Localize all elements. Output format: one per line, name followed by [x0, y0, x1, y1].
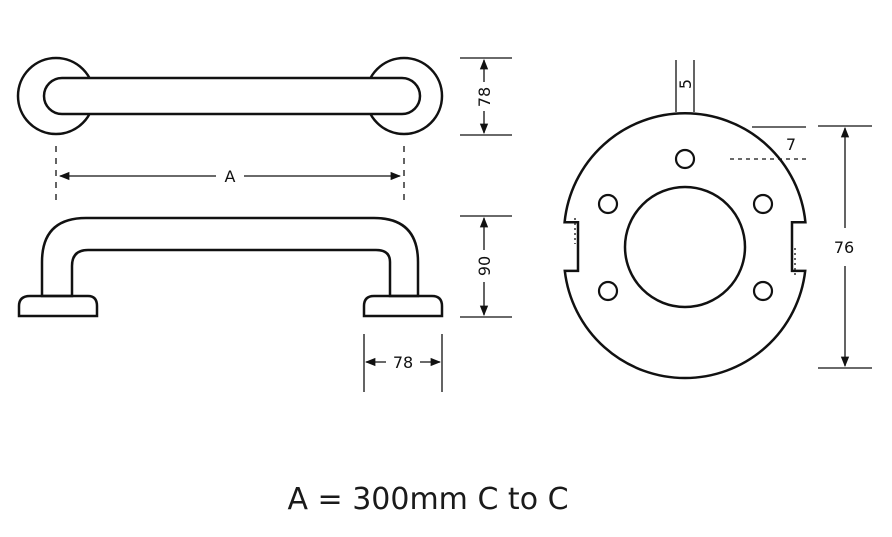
dim-flange-width: 78 [363, 334, 443, 392]
flange-hole-lower-right [752, 280, 774, 302]
caption-center-distance: A = 300mm C to C [287, 482, 569, 517]
dim-side-view-height-label: 90 [475, 256, 494, 276]
dim-hole-offset-side-label: 7 [786, 135, 796, 154]
dim-side-view-height: 90 [460, 215, 512, 318]
side-view-left-base [17, 294, 99, 318]
flange-hole-upper-right [752, 193, 774, 215]
dim-a-label: A [225, 167, 236, 186]
dim-hole-offset-side: 7 [730, 126, 806, 160]
flange-hole-top [674, 148, 696, 170]
dim-flange-diameter-label: 76 [834, 238, 854, 257]
dim-center-to-center: A [55, 146, 405, 206]
dim-hole-offset-top-label: 5 [676, 79, 695, 89]
dim-top-view-height: 78 [460, 57, 512, 136]
flange-center-bore [623, 185, 747, 309]
dim-hole-offset-top: 5 [675, 60, 695, 112]
flange-outline [563, 112, 807, 380]
flange-plan-view [563, 112, 807, 380]
side-view-bar [40, 216, 420, 298]
dim-flange-diameter: 76 [818, 125, 872, 369]
flange-hole-upper-left [597, 193, 619, 215]
dim-flange-width-label: 78 [393, 353, 413, 372]
top-view-bar [42, 76, 422, 116]
side-view-right-base [362, 294, 444, 318]
side-view [17, 216, 444, 318]
flange-hole-lower-left [597, 280, 619, 302]
dim-top-view-height-label: 78 [475, 87, 494, 107]
top-view [16, 56, 444, 136]
